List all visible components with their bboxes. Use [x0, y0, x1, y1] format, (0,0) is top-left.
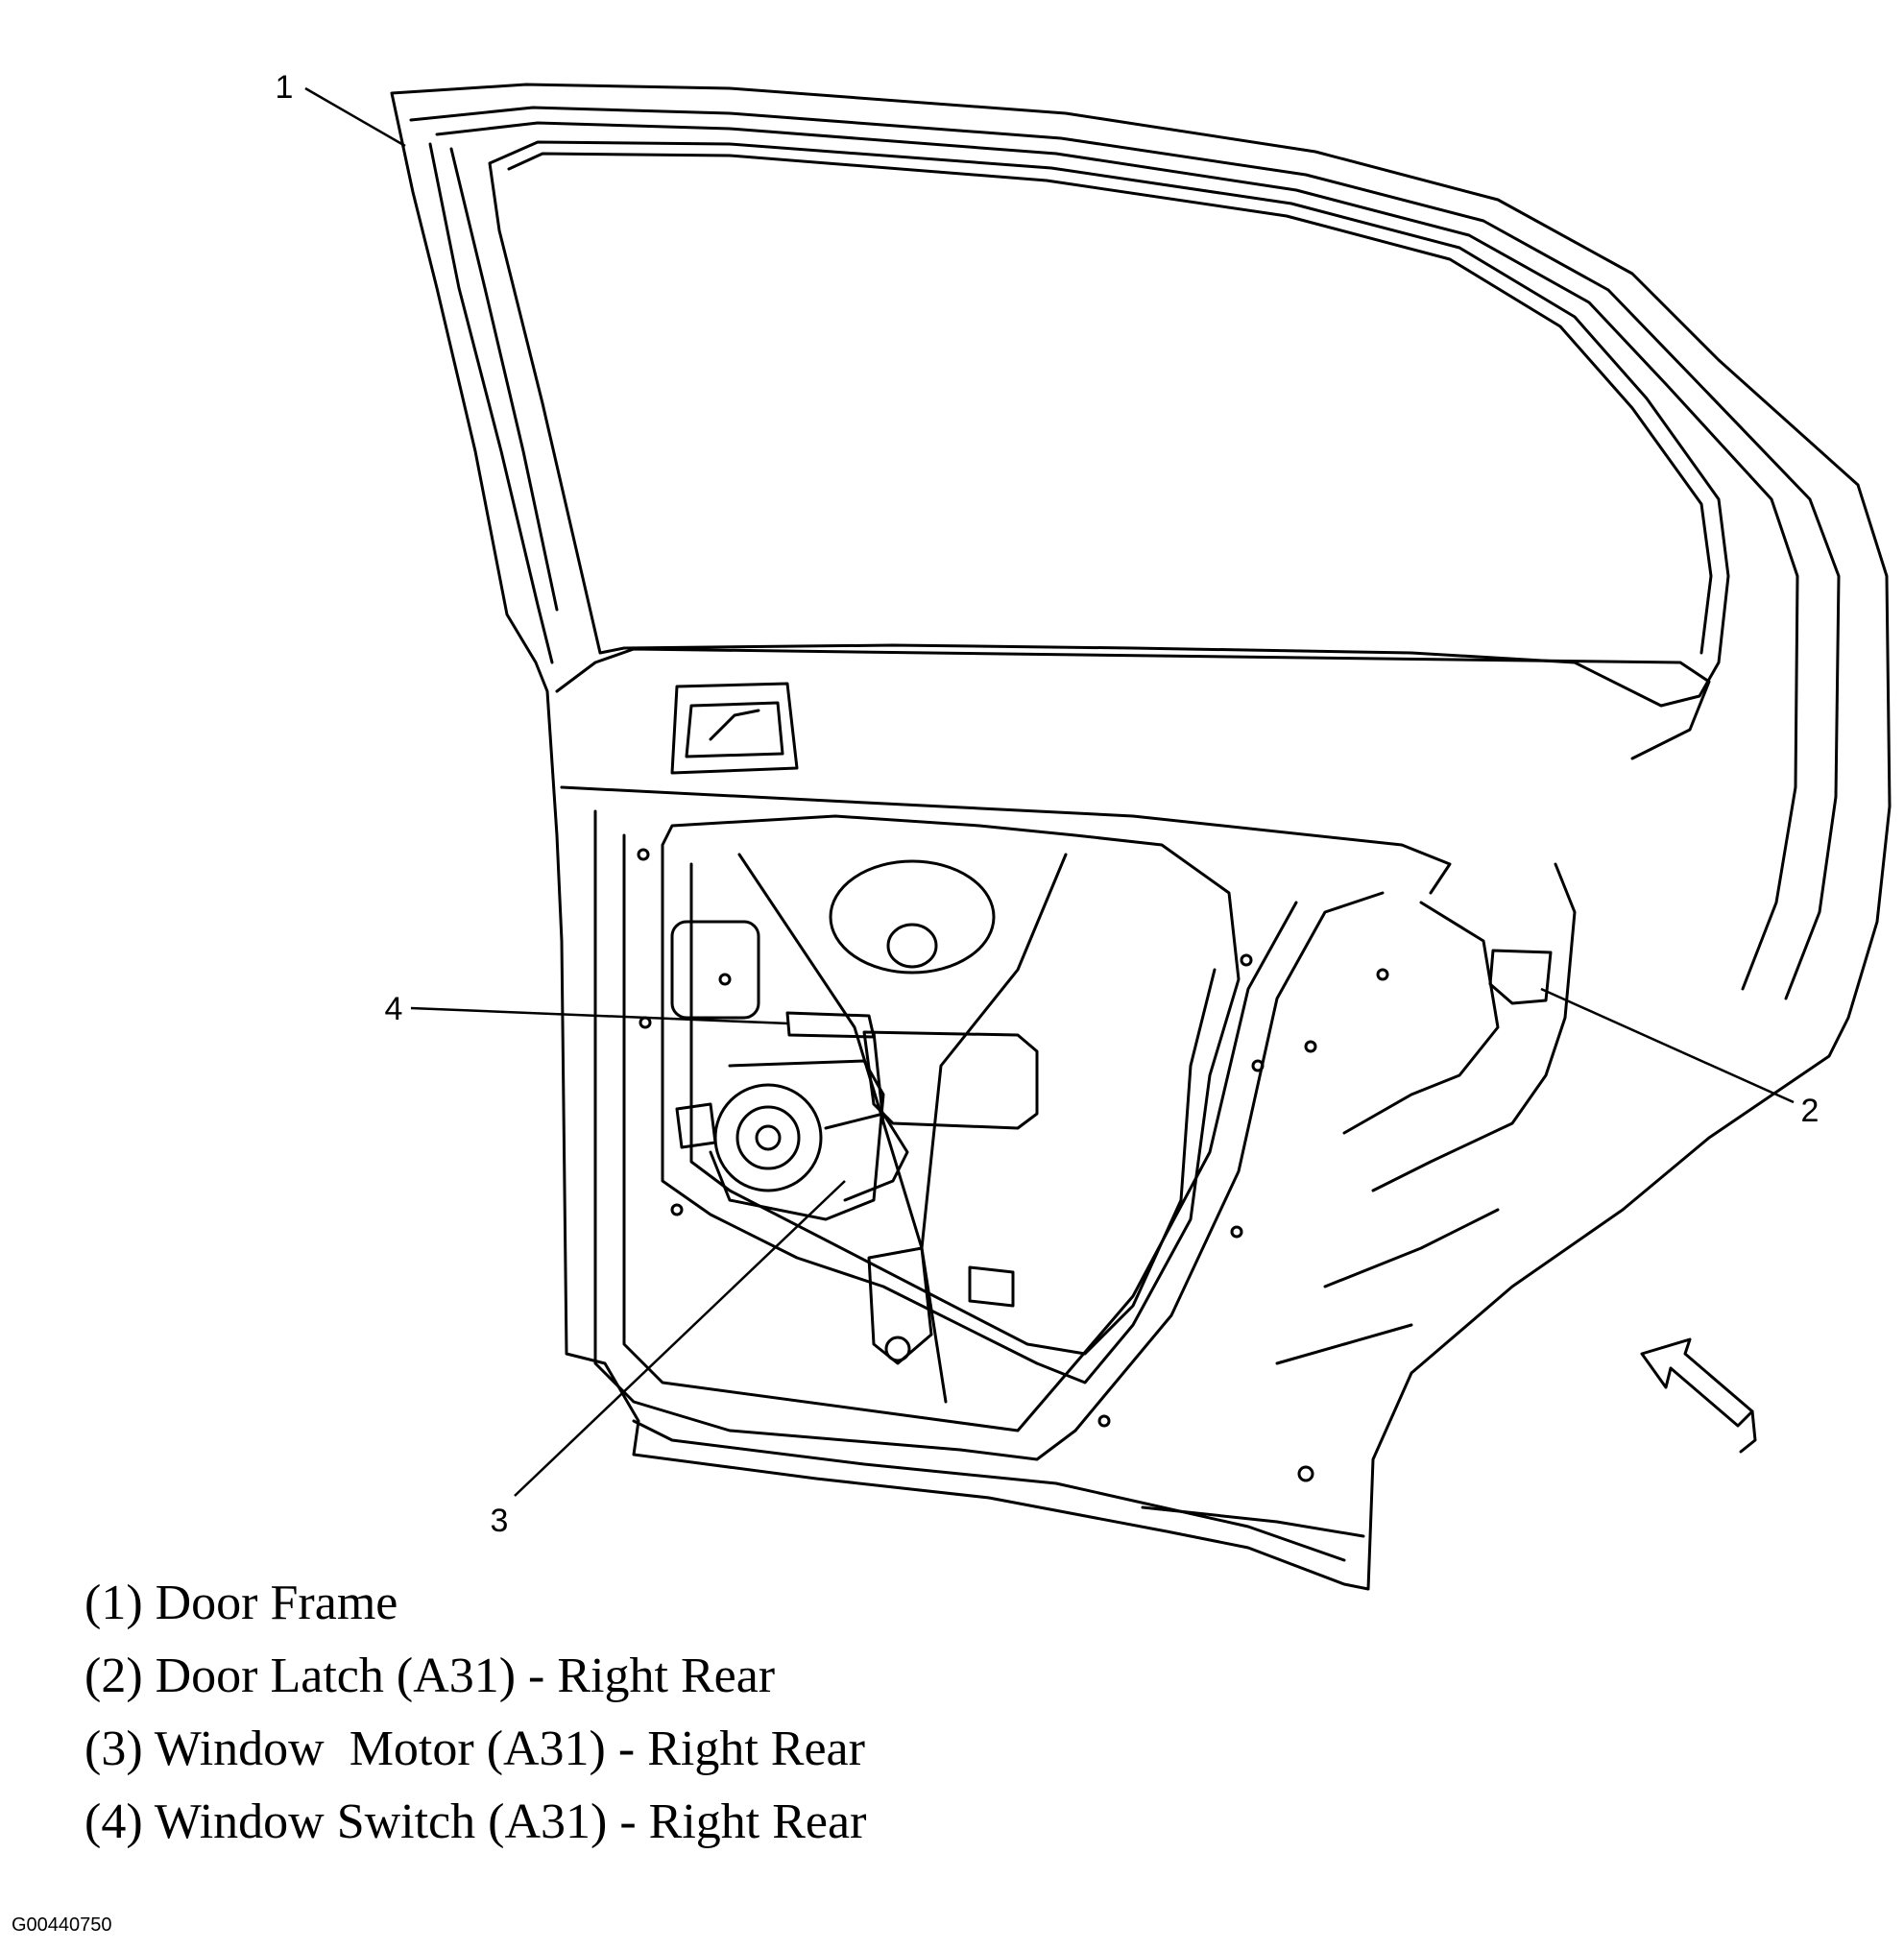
- leader-3: [514, 1180, 846, 1497]
- legend-item-window-motor: (3) Window Motor (A31) - Right Rear: [84, 1721, 865, 1776]
- leader-1: [304, 86, 406, 148]
- interior-handle-bezel: [670, 682, 799, 775]
- access-hole: [829, 859, 996, 975]
- window-motor: [713, 1083, 823, 1192]
- callout-4: 4: [385, 991, 403, 1027]
- window-opening: [488, 140, 1730, 708]
- leader-4: [410, 1006, 790, 1025]
- door-frame-outline: [390, 83, 1892, 1591]
- legend-item-window-switch: (4) Window Switch (A31) - Right Rear: [84, 1794, 867, 1849]
- legend: (1) Door Frame (2) Door Latch (A31) - Ri…: [84, 1567, 866, 1859]
- legend-item-door-latch: (2) Door Latch (A31) - Right Rear: [84, 1649, 776, 1703]
- callout-2: 2: [1801, 1093, 1820, 1129]
- callout-1: 1: [276, 69, 294, 106]
- figure-id: G00440750: [12, 1914, 112, 1936]
- legend-item-door-frame: (1) Door Frame: [84, 1576, 398, 1630]
- leader-2: [1540, 987, 1795, 1104]
- window-switch: [785, 1011, 876, 1039]
- callout-3: 3: [491, 1503, 509, 1539]
- door-latch: [1488, 949, 1553, 1005]
- view-direction-arrow: [1640, 1337, 1754, 1428]
